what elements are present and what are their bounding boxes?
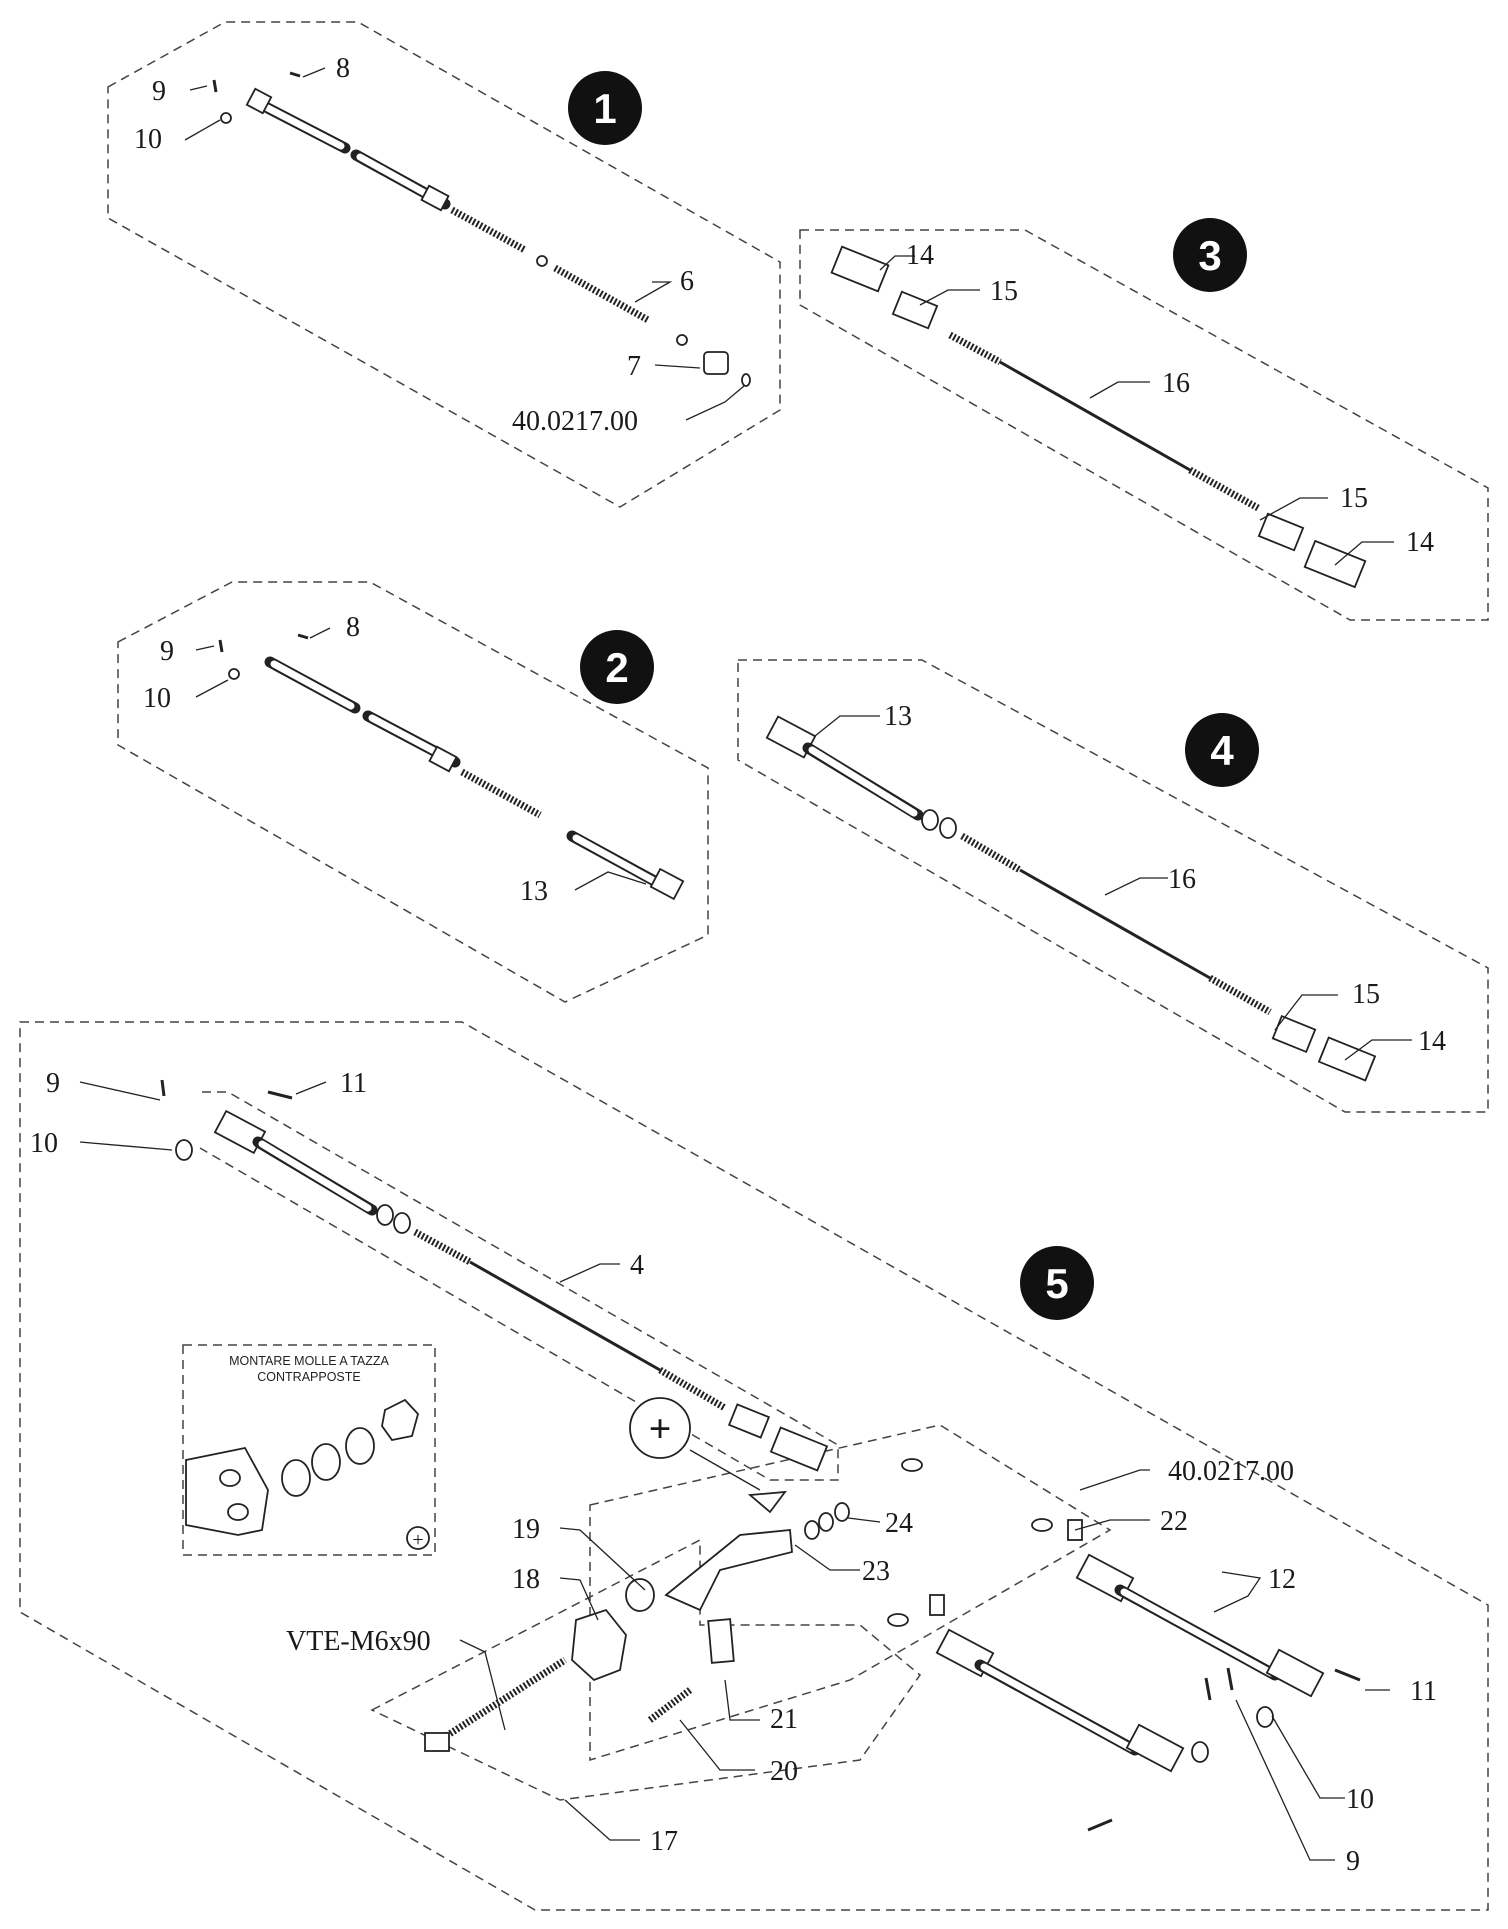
assembly-1-badge (568, 71, 642, 145)
detail-plus-symbol: + (412, 1529, 423, 1551)
label-9: 9 (1346, 1846, 1360, 1877)
assembly-4: 13 16 15 14 4 (737, 659, 1489, 1113)
detail-box (182, 1344, 436, 1556)
label-40-0217-00: 40.0217.00 (512, 406, 638, 437)
sub-assembly-4-outline (199, 1091, 839, 1481)
label-22: 22 (1160, 1506, 1188, 1537)
label-15: 15 (990, 276, 1018, 307)
label-19: 19 (512, 1514, 540, 1545)
assembly-2-number: 2 (605, 644, 628, 691)
label-17: 17 (650, 1826, 678, 1857)
detail-note-line1: MONTARE MOLLE A TAZZA (229, 1354, 389, 1368)
assembly-1-outline (107, 21, 781, 508)
label-9: 9 (152, 76, 166, 107)
assembly-4-number: 4 (1210, 727, 1234, 774)
label-13: 13 (520, 876, 548, 907)
label-40-0217-00: 40.0217.00 (1168, 1456, 1294, 1487)
label-6: 6 (680, 266, 694, 297)
label-14: 14 (1406, 527, 1434, 558)
label-23: 23 (862, 1556, 890, 1587)
sub-assembly-bracket-outline (589, 1424, 1112, 1762)
label-15: 15 (1352, 979, 1380, 1010)
label-vte-m6x90: VTE-M6x90 (286, 1626, 431, 1657)
label-14: 14 (906, 240, 934, 271)
plus-callout (629, 1397, 691, 1459)
assembly-2-badge (580, 630, 654, 704)
label-4: 4 (630, 1250, 644, 1281)
detail-plus-icon (406, 1526, 430, 1550)
assembly-5-badge (1020, 1246, 1094, 1320)
assembly-3-number: 3 (1198, 232, 1221, 279)
detail-note-line2: CONTRAPPOSTE (257, 1370, 361, 1384)
label-21: 21 (770, 1704, 798, 1735)
label-8: 8 (336, 53, 350, 84)
assembly-1: 9 8 10 6 7 40.0217.00 1 (107, 21, 781, 508)
label-9: 9 (46, 1068, 60, 1099)
assembly-3-outline (799, 229, 1489, 621)
label-10: 10 (143, 683, 171, 714)
label-24: 24 (885, 1508, 913, 1539)
assembly-4-badge (1185, 713, 1259, 787)
label-20: 20 (770, 1756, 798, 1787)
label-16: 16 (1162, 368, 1190, 399)
label-7: 7 (627, 351, 641, 382)
assembly-5-number: 5 (1045, 1260, 1068, 1307)
assembly-5: + MONTARE MOLLE A TAZZA CONTRAPPOSTE + (19, 1021, 1489, 1911)
label-14: 14 (1418, 1026, 1446, 1057)
label-9: 9 (160, 636, 174, 667)
assembly-3: 14 15 16 15 14 3 (799, 218, 1489, 621)
sub-assembly-17-outline (370, 1538, 922, 1801)
assembly-2: 9 8 10 13 2 (117, 581, 709, 1003)
bracket-part (664, 1529, 793, 1612)
assembly-5-outline (19, 1021, 1489, 1911)
label-16: 16 (1168, 864, 1196, 895)
label-10: 10 (134, 124, 162, 155)
plus-callout-symbol: + (649, 1406, 672, 1451)
label-13: 13 (884, 701, 912, 732)
assembly-1-number: 1 (593, 85, 616, 132)
assembly-3-badge (1173, 218, 1247, 292)
assembly-2-outline (117, 581, 709, 1003)
label-11: 11 (340, 1068, 367, 1099)
label-12: 12 (1268, 1564, 1296, 1595)
label-15: 15 (1340, 483, 1368, 514)
label-11: 11 (1410, 1676, 1437, 1707)
label-18: 18 (512, 1564, 540, 1595)
label-10: 10 (1346, 1784, 1374, 1815)
label-8: 8 (346, 612, 360, 643)
label-10: 10 (30, 1128, 58, 1159)
assembly-4-outline (737, 659, 1489, 1113)
